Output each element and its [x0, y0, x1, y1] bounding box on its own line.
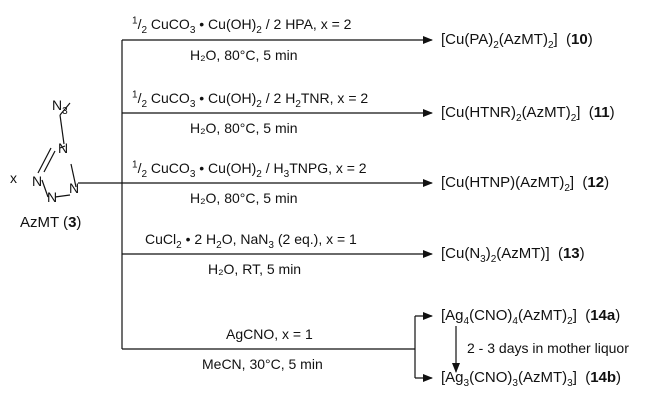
- product-14b: [Ag3(CNO)3(AzMT)3] (14b): [441, 369, 622, 389]
- product-11: [Cu(HTNR)2(AzMT)2] (11): [441, 104, 615, 124]
- route-10-conditions: H₂O, 80°C, 5 min: [190, 47, 298, 63]
- product-10: [Cu(PA)2(AzMT)2] (10): [441, 31, 593, 51]
- route-11-reagents: 1/2 CuCO3 • Cu(OH)2 / 2 H2TNR, x = 2: [132, 89, 369, 110]
- product-13: [Cu(N3)2(AzMT)] (13): [441, 245, 585, 265]
- ring-atom-n2: N: [69, 180, 80, 196]
- reactant-label: AzMT (3): [20, 214, 82, 231]
- route-12-conditions: H₂O, 80°C, 5 min: [190, 190, 298, 206]
- route-11-conditions: H₂O, 80°C, 5 min: [190, 120, 298, 136]
- reaction-arrows: [122, 36, 460, 382]
- route-13-reagents: CuCl2 • 2 H2O, NaN3 (2 eq.), x = 1: [145, 231, 357, 251]
- azide-substituent: N3: [52, 97, 68, 117]
- product-14a: [Ag4(CNO)4(AzMT)2] (14a): [441, 307, 621, 327]
- tetrazole-ring: [37, 102, 77, 198]
- route-13-conditions: H₂O, RT, 5 min: [208, 261, 302, 277]
- transformation-condition: 2 - 3 days in mother liquor: [467, 340, 629, 356]
- ring-atom-n3: N: [47, 189, 58, 205]
- route-10-reagents: 1/2 CuCO3 • Cu(OH)2 / 2 HPA, x = 2: [132, 15, 352, 36]
- branch-lines: [78, 40, 416, 378]
- ring-atom-n1: N: [58, 140, 69, 156]
- ring-atom-n4: N: [32, 173, 43, 189]
- route-12-reagents: 1/2 CuCO3 • Cu(OH)2 / H3TNPG, x = 2: [132, 159, 367, 180]
- stoichiometry-x: x: [10, 170, 17, 186]
- product-12: [Cu(HTNP)(AzMT)2] (12): [441, 174, 610, 194]
- route-14-reagents: AgCNO, x = 1: [226, 326, 313, 342]
- route-14-conditions: MeCN, 30°C, 5 min: [202, 356, 323, 372]
